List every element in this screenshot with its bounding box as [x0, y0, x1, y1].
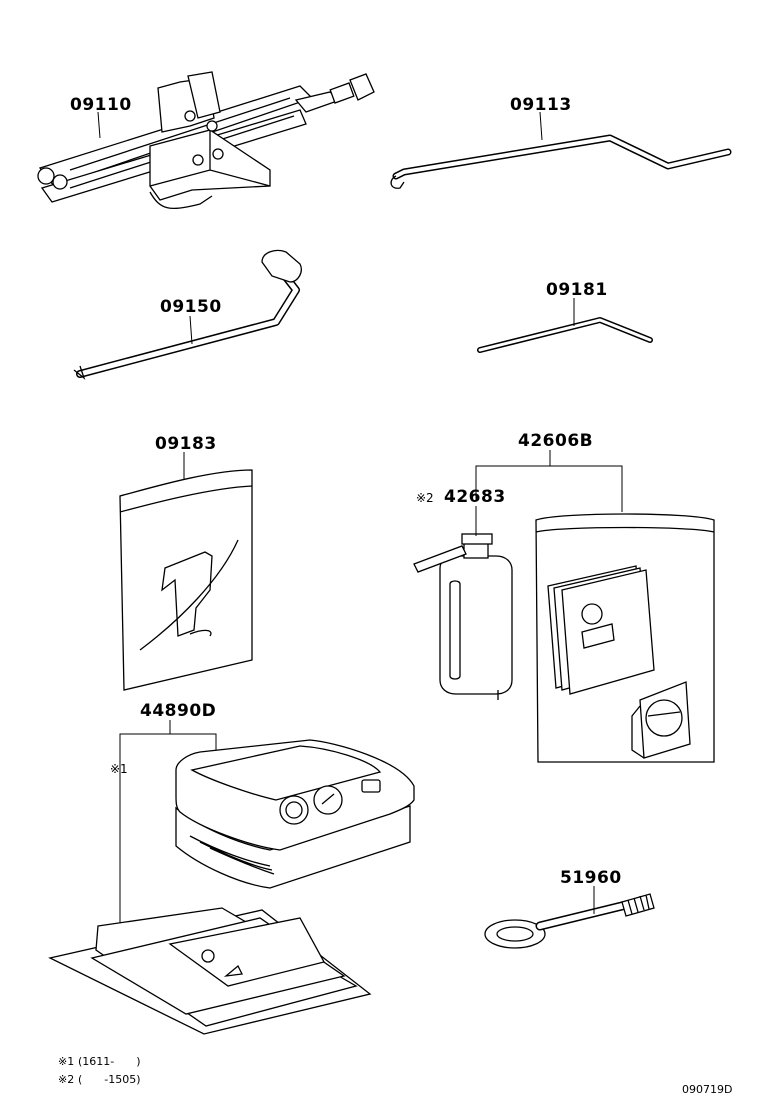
repair-kit-bag-illustration — [535, 513, 715, 763]
tire-compressor-illustration — [175, 739, 415, 889]
footnote-1-mark: ※1 — [58, 1055, 74, 1068]
sealant-bottle-illustration — [413, 533, 513, 700]
part-number-44890d: 44890D — [140, 701, 216, 721]
footnote-1-text: (1611- ) — [78, 1055, 141, 1068]
part-number-51960: 51960 — [560, 868, 622, 888]
l-bar-illustration — [477, 317, 653, 353]
footnote-2-mark: ※2 — [58, 1073, 74, 1086]
part-number-42683: 42683 — [444, 487, 506, 507]
part-number-09150: 09150 — [160, 297, 222, 317]
part-number-42606b: 42606B — [518, 431, 593, 451]
owners-manual-envelope-illustration — [48, 907, 372, 1035]
part-number-09110: 09110 — [70, 95, 132, 115]
towing-eye-illustration — [484, 893, 655, 949]
part-number-09183: 09183 — [155, 434, 217, 454]
note-mark-44890d: ※1 — [110, 762, 128, 776]
wheel-wrench-illustration — [73, 249, 302, 380]
part-number-09181: 09181 — [546, 280, 608, 300]
note-mark-42683: ※2 — [416, 491, 434, 505]
part-number-09113: 09113 — [510, 95, 572, 115]
jack-handle-illustration — [390, 134, 732, 189]
scissor-jack-illustration — [37, 71, 375, 210]
footnote-2-text: ( -1505) — [78, 1073, 141, 1086]
hook-bag-illustration — [119, 469, 253, 691]
diagram-code: 090719D — [682, 1083, 732, 1096]
